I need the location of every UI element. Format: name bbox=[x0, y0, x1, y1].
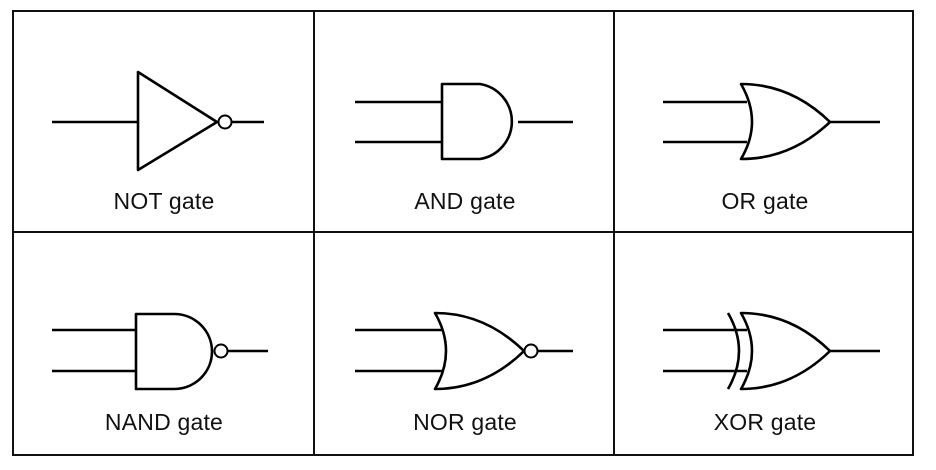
gate-label: AND gate bbox=[414, 188, 516, 214]
gate-label: NOT gate bbox=[113, 188, 215, 214]
gate-label: NOR gate bbox=[413, 409, 517, 435]
gates-table bbox=[12, 10, 914, 456]
gate-label: OR gate bbox=[721, 188, 809, 214]
cell-not-gate: NOT gate bbox=[14, 12, 314, 232]
or-gate-icon bbox=[663, 82, 880, 161]
gate-label: NAND gate bbox=[104, 409, 224, 435]
table-divider bbox=[613, 10, 615, 456]
table-divider bbox=[313, 10, 315, 456]
nor-gate-icon bbox=[355, 311, 573, 391]
and-gate-icon bbox=[355, 82, 573, 161]
cell-nor-gate: NOR gate bbox=[315, 233, 615, 453]
cell-or-gate: OR gate bbox=[615, 12, 915, 232]
gate-label: XOR gate bbox=[713, 409, 817, 435]
cell-nand-gate: NAND gate bbox=[14, 233, 314, 453]
nand-gate-icon bbox=[52, 312, 268, 391]
cell-xor-gate: XOR gate bbox=[615, 233, 915, 453]
xor-gate-icon bbox=[663, 311, 880, 391]
not-gate-icon bbox=[52, 70, 264, 172]
cell-and-gate: AND gate bbox=[315, 12, 615, 232]
table-divider bbox=[12, 231, 914, 233]
